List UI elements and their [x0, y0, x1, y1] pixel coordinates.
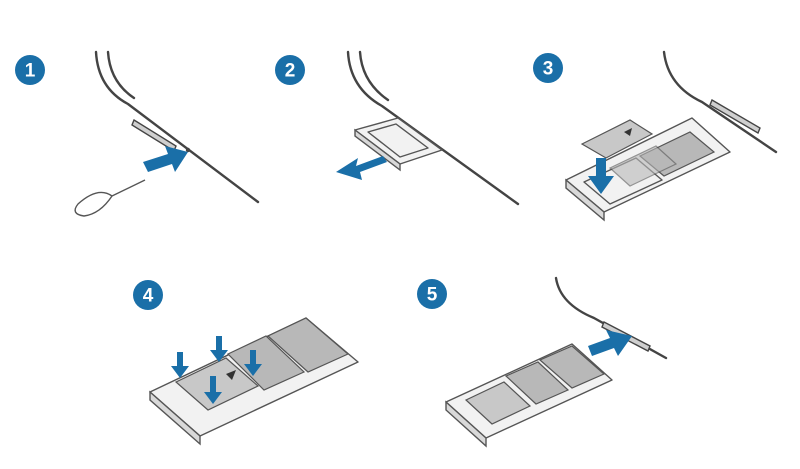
sim-tray: [354, 117, 443, 172]
down-arrow-icon: [588, 158, 614, 194]
phone-edge: [346, 50, 520, 206]
step-3-badge: 3: [533, 53, 563, 83]
step-5-number: 5: [427, 285, 438, 306]
step-2-number: 2: [285, 61, 296, 82]
step-1-badge: 1: [15, 55, 45, 85]
step-5-panel: 5: [417, 276, 668, 448]
step-1-number: 1: [25, 61, 36, 82]
step-3-panel: 3: [533, 50, 778, 222]
sim-tray: [565, 117, 731, 222]
eject-arrow-icon: [336, 156, 387, 180]
microsd-card: [580, 119, 654, 159]
step-1-panel: 1: [15, 50, 260, 217]
sim-tray: [149, 317, 359, 446]
step-3-number: 3: [543, 59, 554, 80]
insert-arrow-icon: [588, 330, 632, 356]
step-2-panel: 2: [275, 50, 520, 206]
step-4-panel: 4: [133, 280, 359, 446]
step-2-badge: 2: [275, 55, 305, 85]
press-arrows-icon: [171, 336, 262, 404]
phone-edge: [94, 50, 260, 204]
step-4-number: 4: [143, 286, 154, 307]
insert-arrow-icon: [143, 146, 188, 172]
microsd-card: [174, 357, 260, 411]
phone-edge: [662, 50, 778, 154]
eject-pin-icon: [74, 179, 146, 217]
sim-tray: [445, 343, 613, 448]
step-5-badge: 5: [417, 279, 447, 309]
step-4-badge: 4: [133, 280, 163, 310]
